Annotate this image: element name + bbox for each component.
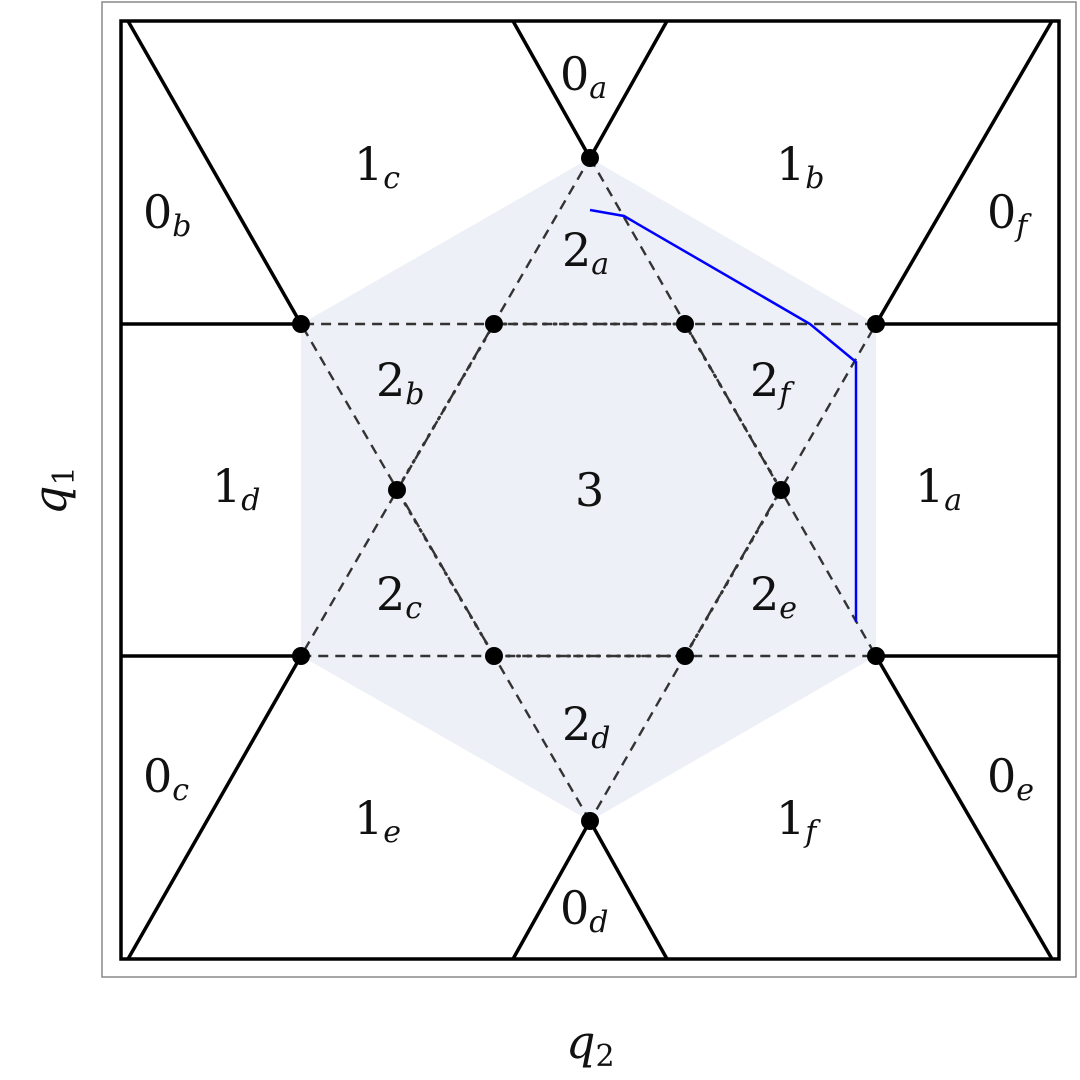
region-label-2b: 2b xyxy=(376,353,425,412)
vertices xyxy=(292,149,885,830)
region-label-0e: 0e xyxy=(987,749,1034,808)
trajectory-path xyxy=(589,208,858,622)
region-label-2e: 2e xyxy=(750,567,797,626)
region-label-0d: 0d xyxy=(560,881,609,940)
region-label-2d: 2d xyxy=(562,697,611,756)
region-label-1a: 1a xyxy=(915,459,962,518)
region-label-1b: 1b xyxy=(776,137,825,196)
region-label-0f: 0f xyxy=(987,185,1032,244)
region-label-1e: 1e xyxy=(354,791,401,850)
region-label-1d: 1d xyxy=(212,459,261,518)
region-label-2a: 2a xyxy=(562,223,609,282)
region-label-3: 3 xyxy=(575,463,604,517)
region-label-0c: 0c xyxy=(143,749,189,808)
x-axis-label: q2 xyxy=(566,1015,615,1074)
plot-frame xyxy=(101,1,1077,978)
inner-box xyxy=(119,19,1061,961)
region-label-1f: 1f xyxy=(776,791,821,850)
region-label-0b: 0b xyxy=(143,185,192,244)
solid-boundaries xyxy=(121,20,1059,960)
y-axis-label: q1 xyxy=(23,466,82,515)
region-label-0a: 0a xyxy=(560,47,607,106)
dashed-triangles xyxy=(298,155,879,824)
region-label-1c: 1c xyxy=(354,137,400,196)
region-label-2c: 2c xyxy=(376,567,422,626)
